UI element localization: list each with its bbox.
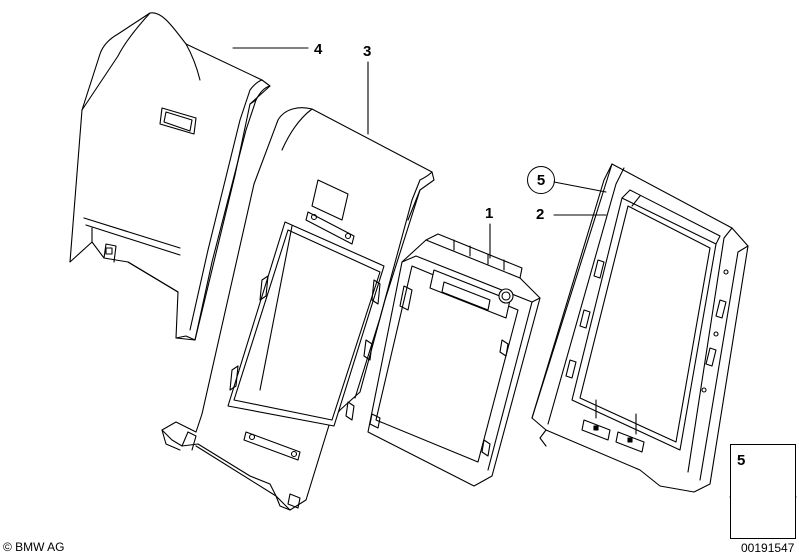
- callout-5: 5: [536, 171, 546, 189]
- part-2-bracket-frame: [531, 163, 749, 493]
- callout-4: 4: [314, 41, 323, 58]
- callout-1: 1: [485, 205, 494, 222]
- callout-5-circle: 5: [527, 166, 555, 194]
- copyright: © BMW AG: [3, 540, 65, 554]
- legend-box: [730, 444, 796, 539]
- part-1-display-monitor: [367, 233, 541, 487]
- leader-5: [553, 181, 607, 193]
- diagram-number: 00191547: [741, 541, 795, 555]
- legend-label: 5: [737, 452, 746, 469]
- leader-lines: [232, 47, 607, 259]
- part-3-backrest-panel: [161, 107, 435, 511]
- part-4-backrest-cover: [69, 12, 271, 341]
- callout-2: 2: [536, 206, 545, 223]
- callout-3: 3: [363, 43, 372, 60]
